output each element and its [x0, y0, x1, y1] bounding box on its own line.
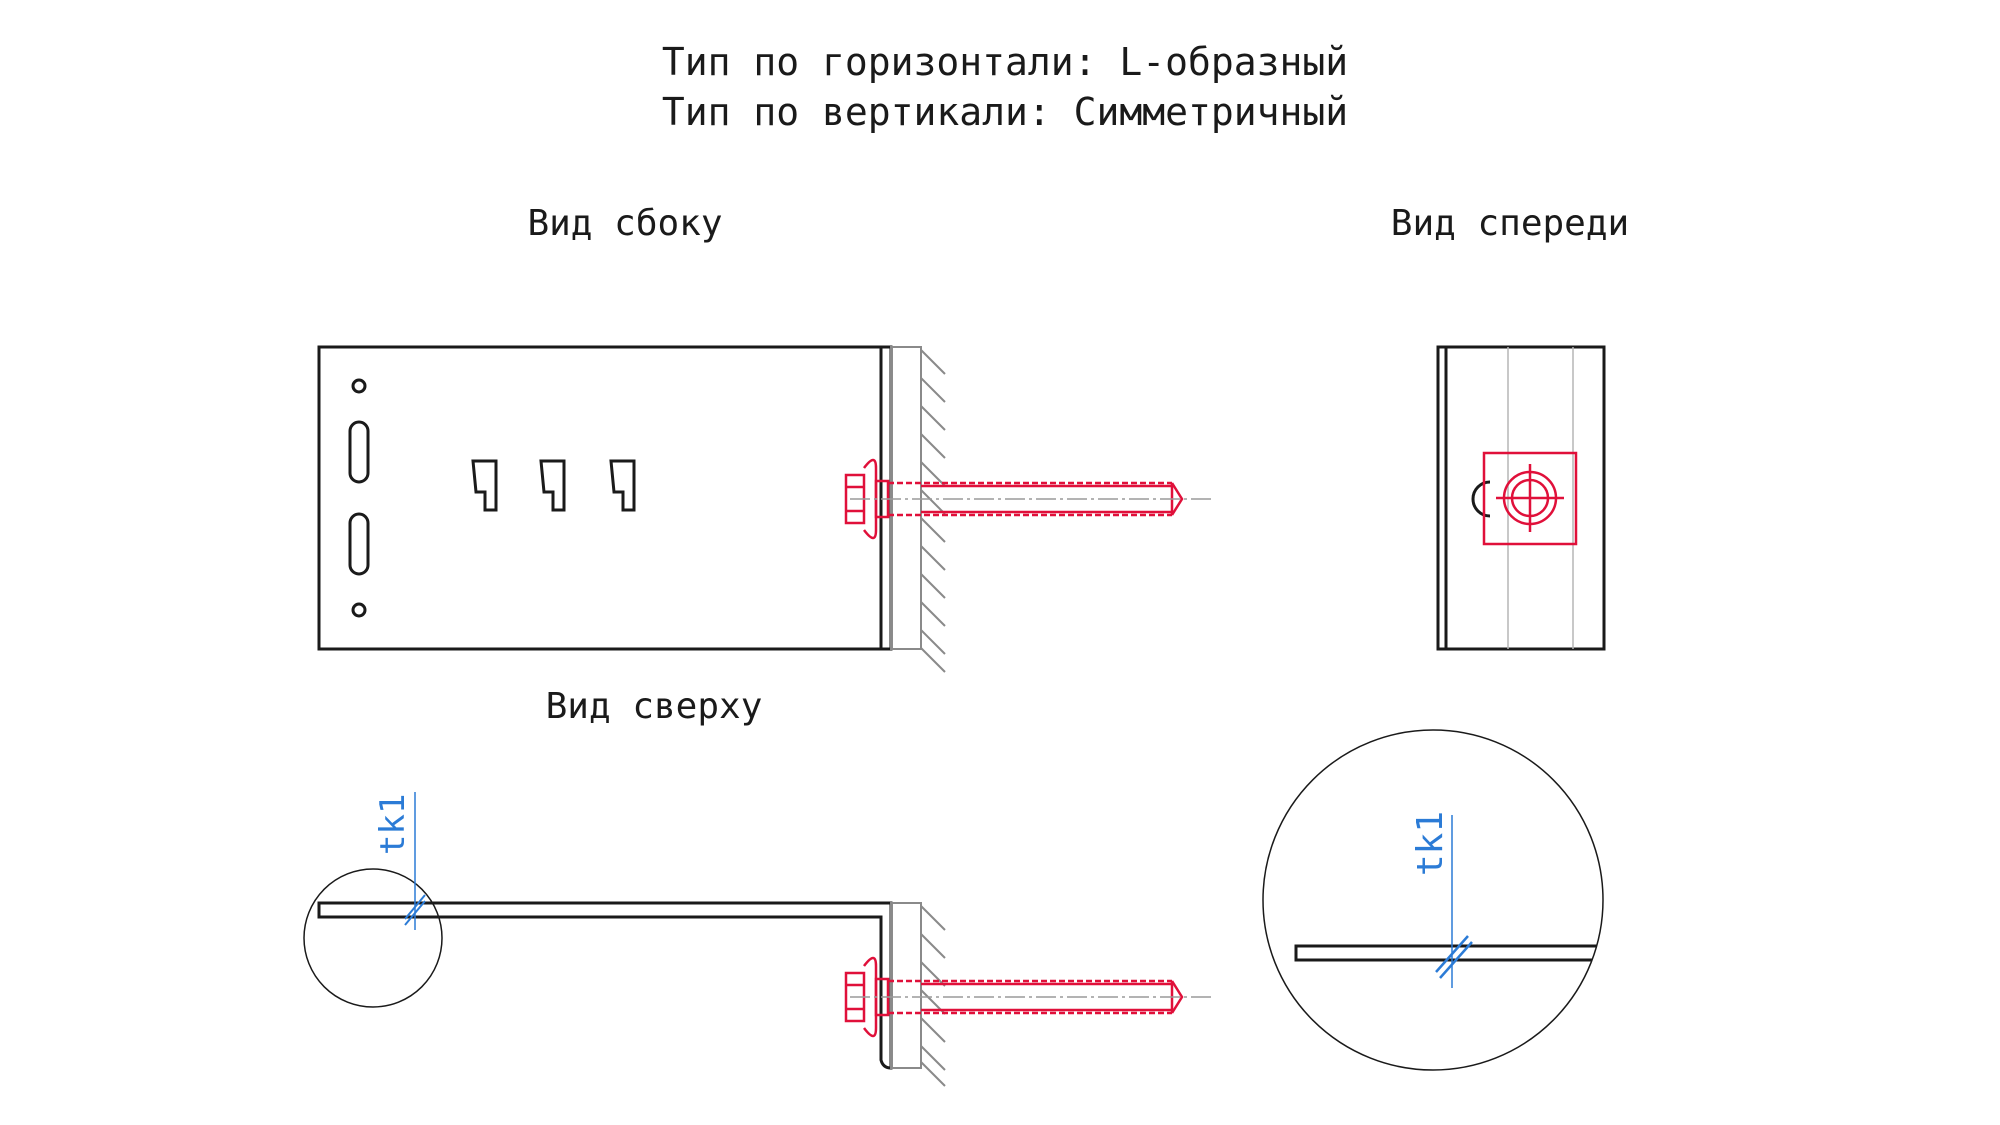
washer-square [1482, 451, 1578, 546]
thickness-label-large: tk1 [1410, 811, 1451, 876]
mount-hole-top [351, 378, 367, 394]
hook-cutout-1 [471, 459, 498, 512]
wall-section [890, 346, 922, 650]
hook-cutout-3 [609, 459, 636, 512]
thickness-tick-small-1 [404, 900, 426, 926]
mount-hole-bottom [351, 602, 367, 618]
slot-hole-lower [348, 512, 370, 576]
wall-section-top [890, 902, 922, 1069]
wall-hatch-top [920, 905, 946, 1087]
wall-hatch [920, 349, 946, 673]
bracket-profile [317, 901, 893, 1070]
bracket-plate [317, 345, 893, 651]
side-view-title: Вид сбоку [527, 203, 722, 244]
top-view-title: Вид сверху [546, 686, 763, 727]
front-view [1436, 345, 1606, 651]
hook-cutout-2 [539, 459, 566, 512]
detail-view: tk1 [1262, 729, 1604, 1071]
top-view: tk1 [303, 792, 1215, 1087]
detail-callout-small [303, 868, 443, 1008]
thickness-tick-large-1 [1435, 935, 1469, 973]
vertical-type-label: Тип по вертикали: Симметричный [662, 90, 1348, 134]
detail-callout-large [1262, 729, 1604, 1071]
front-plate [1436, 345, 1606, 651]
slot-hole-upper [348, 420, 370, 484]
front-view-title: Вид спереди [1391, 203, 1629, 244]
front-slot [1471, 480, 1491, 518]
thickness-label-small: tk1 [373, 794, 413, 855]
side-view [317, 345, 1215, 673]
detail-plate-edge [1294, 944, 1603, 962]
horizontal-type-label: Тип по горизонтали: L-образный [662, 40, 1348, 84]
thickness-tick-large-2 [1439, 941, 1473, 979]
anchor-bolt-top [844, 956, 1184, 1038]
thickness-tick-small-2 [404, 894, 426, 920]
